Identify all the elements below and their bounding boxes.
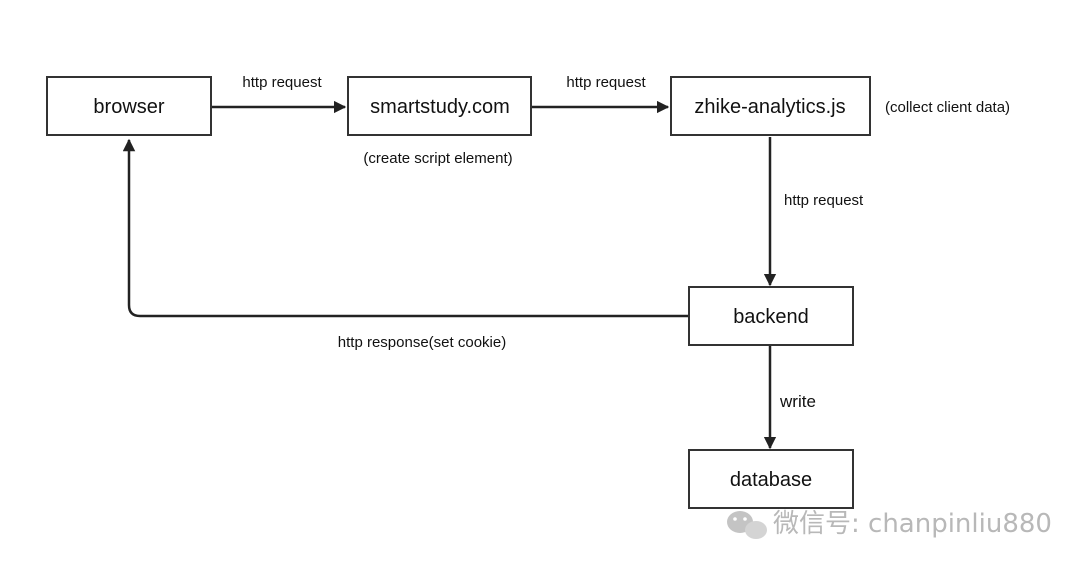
node-analytics-label: zhike-analytics.js bbox=[694, 96, 845, 118]
node-browser: browser bbox=[46, 76, 212, 136]
label-backend-to-database: write bbox=[779, 392, 816, 411]
node-backend: backend bbox=[688, 286, 854, 346]
node-database: database bbox=[688, 449, 854, 509]
edge-backend-to-browser bbox=[122, 138, 689, 318]
note-smartstudy: (create script element) bbox=[363, 150, 512, 167]
node-analytics: zhike-analytics.js bbox=[670, 76, 871, 136]
node-smartstudy-label: smartstudy.com bbox=[370, 96, 510, 118]
label-analytics-to-backend: http request bbox=[784, 192, 864, 209]
node-database-label: database bbox=[730, 469, 812, 491]
watermark-text: 微信号: chanpinliu880 bbox=[773, 509, 1052, 539]
label-backend-to-browser: http response(set cookie) bbox=[338, 334, 506, 351]
label-smartstudy-to-analytics: http request bbox=[566, 74, 646, 91]
label-browser-to-smartstudy: http request bbox=[242, 74, 322, 91]
wechat-icon bbox=[727, 511, 767, 539]
node-smartstudy: smartstudy.com bbox=[347, 76, 532, 136]
node-backend-label: backend bbox=[733, 306, 809, 328]
node-browser-label: browser bbox=[93, 96, 164, 118]
note-analytics: (collect client data) bbox=[885, 99, 1010, 116]
